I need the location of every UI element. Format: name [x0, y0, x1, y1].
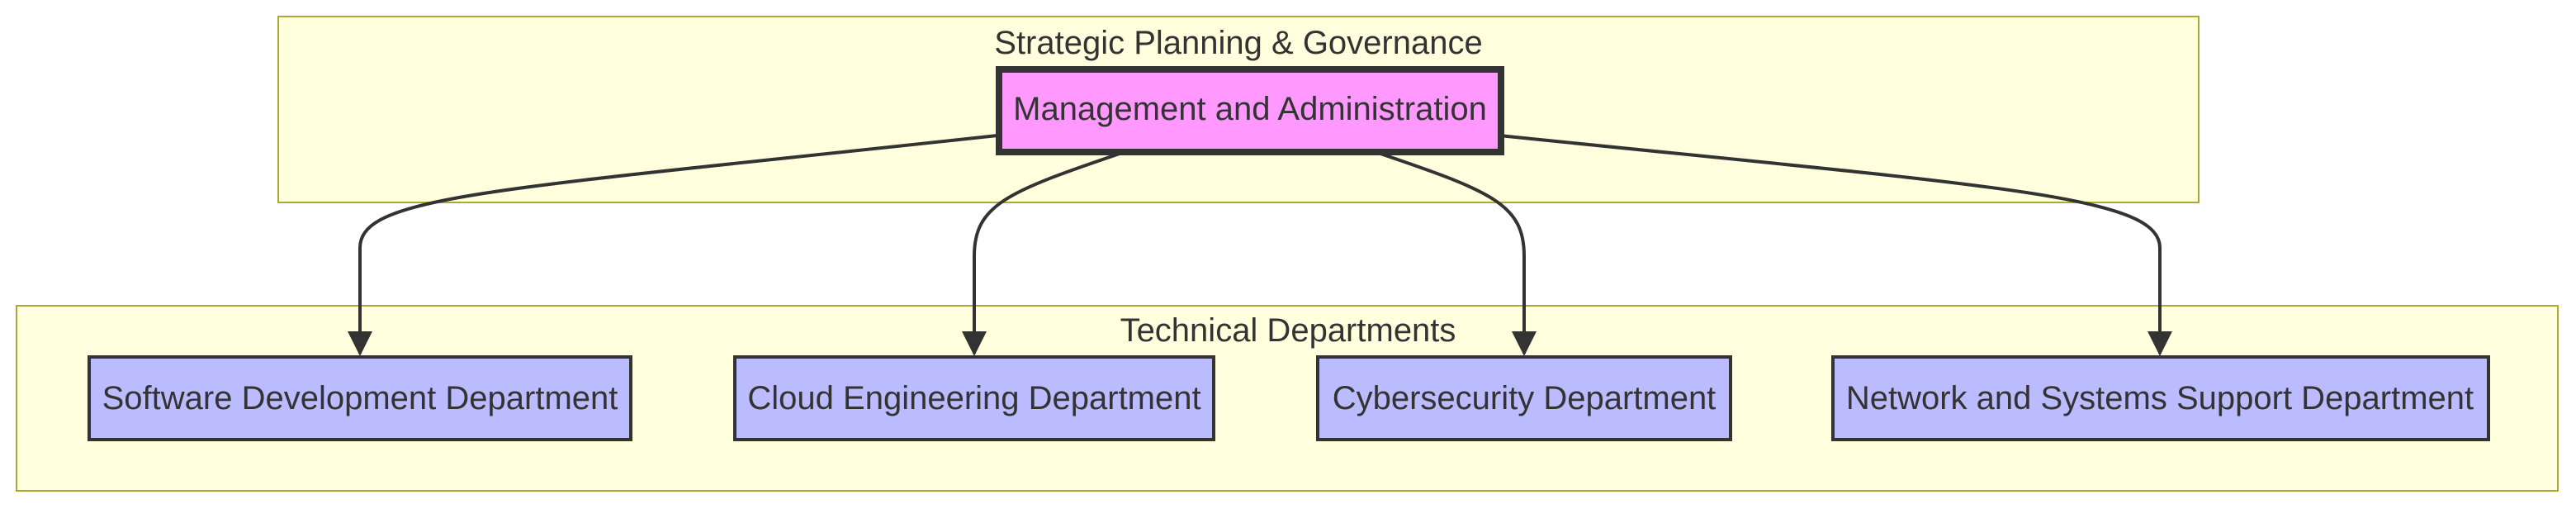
edge-management-network — [1499, 134, 2172, 356]
cluster-title: Technical Departments — [1120, 312, 1456, 349]
node-label: Software Development Department — [102, 380, 618, 416]
node-label: Network and Systems Support Department — [1846, 380, 2474, 416]
node-label: Management and Administration — [1013, 91, 1487, 127]
node-network-systems-support[interactable]: Network and Systems Support Department — [1831, 355, 2490, 441]
cluster-title: Strategic Planning & Governance — [994, 25, 1482, 61]
edge-management-cloud — [962, 152, 1120, 356]
edge-management-cyber — [1380, 152, 1537, 356]
edge-management-software — [348, 134, 998, 356]
node-label: Cloud Engineering Department — [747, 380, 1200, 416]
node-label: Cybersecurity Department — [1333, 380, 1717, 416]
node-software-development[interactable]: Software Development Department — [88, 355, 632, 441]
node-cybersecurity[interactable]: Cybersecurity Department — [1316, 355, 1732, 441]
node-management[interactable]: Management and Administration — [996, 66, 1504, 155]
node-cloud-engineering[interactable]: Cloud Engineering Department — [733, 355, 1215, 441]
edges — [348, 134, 2172, 356]
